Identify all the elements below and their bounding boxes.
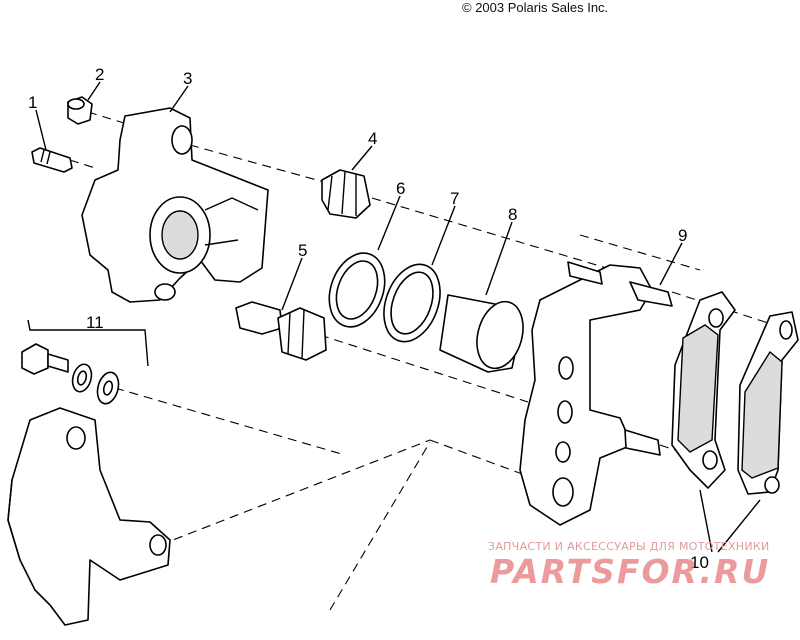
callout-1: 1 [28, 93, 37, 112]
leader-lines [27, 81, 761, 553]
callout-3: 3 [183, 69, 192, 88]
bleeder-screw [31, 147, 73, 173]
callout-8: 8 [508, 205, 517, 224]
callout-9: 9 [678, 226, 687, 245]
brake-pad-outer [737, 311, 799, 495]
callout-5: 5 [298, 241, 307, 260]
mounting-arm [7, 407, 171, 626]
callout-numbers: 1 2 3 4 5 6 7 8 9 10 11 [28, 65, 709, 572]
watermark-logo: PARTSFOR.RU [490, 552, 771, 591]
callout-11: 11 [86, 313, 104, 332]
caliper-bracket [519, 261, 673, 526]
watermark-subtitle: ЗАПЧАСТИ И АКСЕССУАРЫ ДЛЯ МОТОТЕХНИКИ [488, 540, 770, 553]
brake-pad-inner [671, 291, 736, 489]
flat-washer [96, 371, 120, 405]
piston [439, 294, 524, 373]
callout-4: 4 [368, 129, 377, 148]
pin-boot-upper [321, 169, 371, 219]
copyright-text: © 2003 Polaris Sales Inc. [462, 0, 609, 15]
dust-cap [67, 96, 93, 125]
dust-seal [383, 263, 441, 343]
callout-2: 2 [95, 65, 104, 84]
lock-washer [71, 363, 93, 393]
callout-6: 6 [396, 179, 405, 198]
piston-seal [328, 252, 386, 328]
slide-pin-with-boot [235, 301, 327, 361]
callout-7: 7 [450, 189, 459, 208]
caliper-body [81, 107, 269, 303]
mounting-bolt [21, 343, 69, 375]
callout-10: 10 [690, 553, 709, 572]
